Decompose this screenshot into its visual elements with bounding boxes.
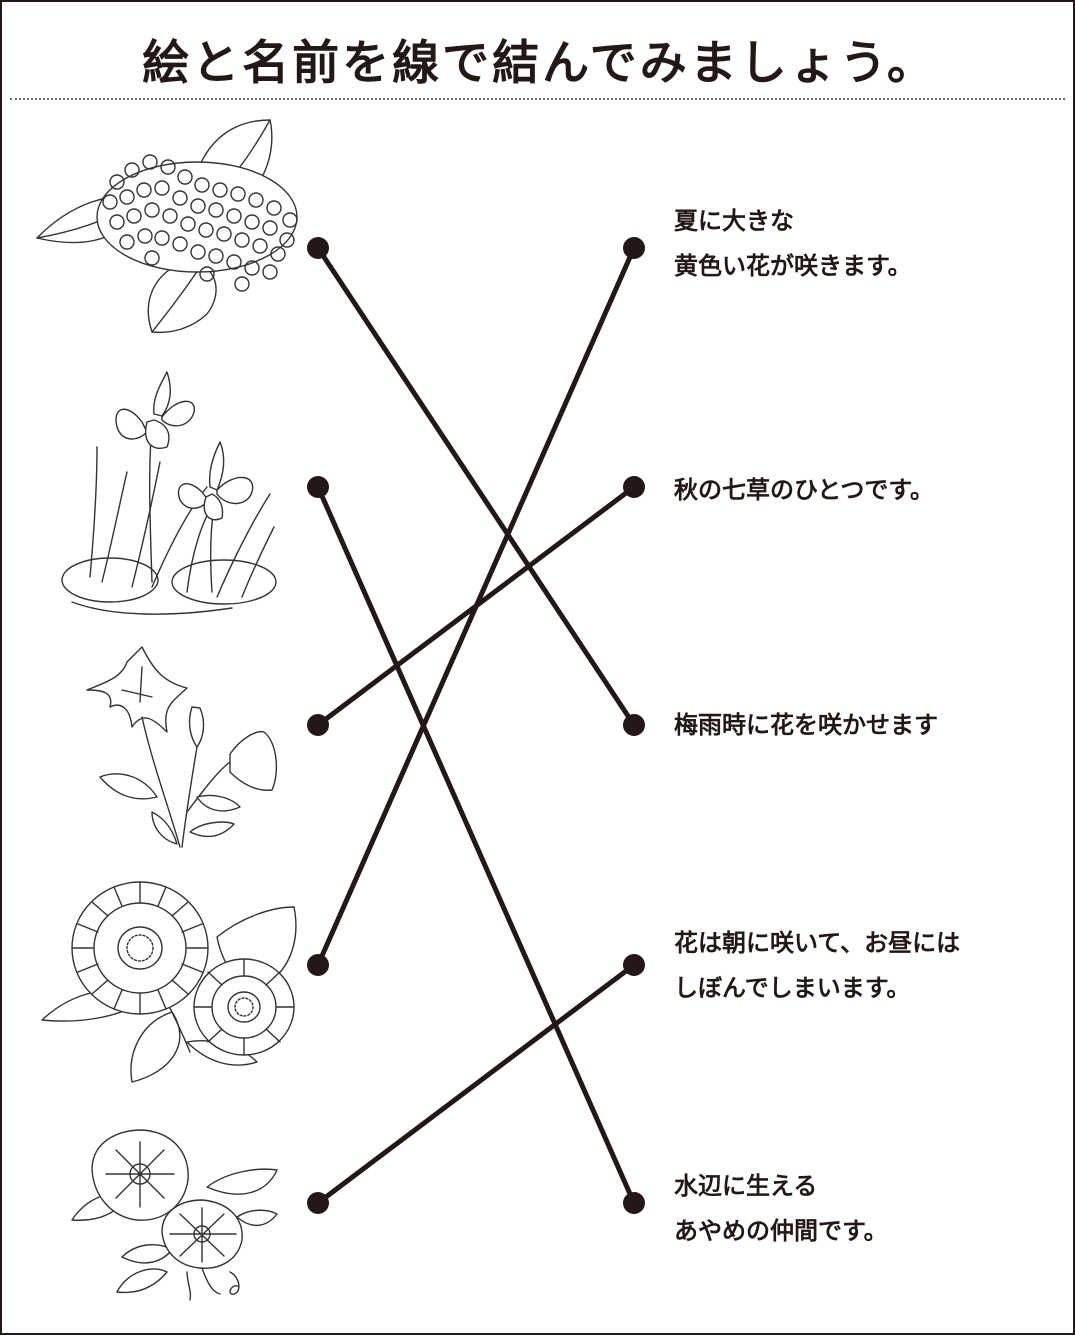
description-autumn-seven: 秋の七草のひとつです。 [674, 468, 934, 513]
description-line: あやめの仲間です。 [674, 1217, 888, 1245]
morning-glory-icon [71, 1129, 278, 1301]
iris-icon [61, 371, 277, 615]
description-morning-bloom: 花は朝に咲いて、お昼には しぼんでしまいます。 [674, 921, 960, 1011]
description-line: 梅雨時に花を咲かせます [674, 711, 938, 739]
illustrations [36, 119, 298, 1301]
connection-line-4 [315, 962, 637, 1206]
connection-line-0 [315, 245, 637, 728]
connection-dots [307, 237, 645, 1214]
picture-dot-3[interactable] [307, 954, 329, 976]
dotted-divider [10, 98, 1065, 100]
sunflower-icon [41, 881, 297, 1083]
description-dot-0[interactable] [623, 237, 645, 259]
description-line: しぼんでしまいます。 [674, 974, 911, 1002]
hydrangea-icon [36, 119, 298, 334]
description-line: 水辺に生える [674, 1172, 818, 1200]
description-dot-2[interactable] [623, 714, 645, 736]
picture-dot-2[interactable] [307, 714, 329, 736]
picture-dot-0[interactable] [307, 237, 329, 259]
description-line: 黄色い花が咲きます。 [674, 252, 912, 280]
description-waterside: 水辺に生える あやめの仲間です。 [674, 1164, 888, 1254]
description-summer-yellow: 夏に大きな 黄色い花が咲きます。 [674, 199, 912, 289]
description-line: 花は朝に咲いて、お昼には [674, 929, 961, 957]
connection-line-1 [315, 484, 637, 1206]
description-dot-4[interactable] [623, 1192, 645, 1214]
picture-dot-4[interactable] [307, 1192, 329, 1214]
picture-dot-1[interactable] [307, 476, 329, 498]
description-line: 秋の七草のひとつです。 [674, 476, 934, 504]
description-dot-1[interactable] [623, 476, 645, 498]
connection-line-3 [315, 245, 637, 968]
page-title: 絵と名前を線で結んでみましょう。 [142, 36, 937, 91]
bellflower-icon [86, 646, 278, 848]
description-line: 夏に大きな [674, 207, 794, 235]
connection-lines [315, 245, 637, 1206]
description-rainy-season: 梅雨時に花を咲かせます [674, 703, 938, 748]
description-dot-3[interactable] [623, 954, 645, 976]
